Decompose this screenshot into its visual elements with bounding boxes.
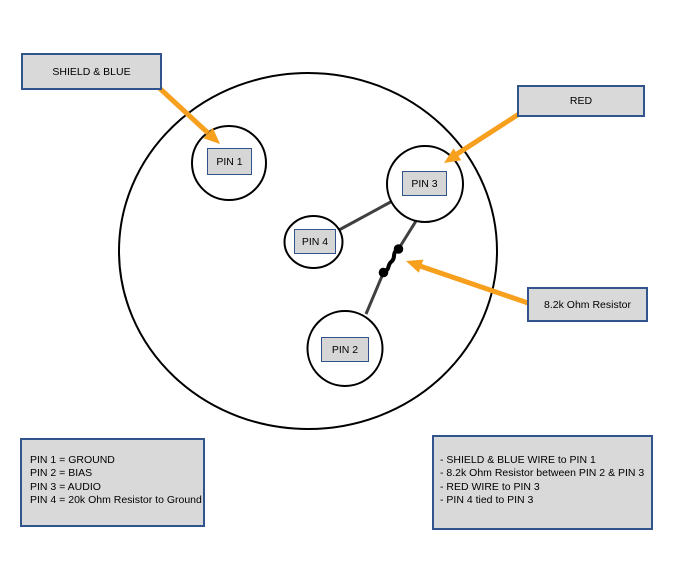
pin2-label: PIN 2 bbox=[321, 337, 369, 362]
legend-line: PIN 4 = 20k Ohm Resistor to Ground bbox=[30, 494, 202, 507]
red-callout: RED bbox=[517, 85, 645, 117]
legend-line: - PIN 4 tied to PIN 3 bbox=[440, 494, 534, 507]
pin3-label: PIN 3 bbox=[402, 171, 447, 196]
legend-line: - RED WIRE to PIN 3 bbox=[440, 480, 540, 493]
resistor-callout: 8.2k Ohm Resistor bbox=[527, 287, 648, 322]
legend-line: - 8.2k Ohm Resistor between PIN 2 & PIN … bbox=[440, 467, 645, 480]
shield-blue-callout: SHIELD & BLUE bbox=[21, 53, 162, 90]
legend-line: - SHIELD & BLUE WIRE to PIN 1 bbox=[440, 454, 596, 466]
resistor-symbol-icon bbox=[378, 244, 404, 278]
legend-line: PIN 3 = AUDIO bbox=[30, 480, 101, 493]
pin4-label: PIN 4 bbox=[294, 229, 336, 254]
legend-line: PIN 2 = BIAS bbox=[30, 467, 93, 480]
wire-pin3-resistor bbox=[397, 220, 418, 250]
pin-definitions-legend: PIN 1 = GROUND PIN 2 = BIAS PIN 3 = AUDI… bbox=[20, 438, 205, 527]
resistor-arrow-icon bbox=[406, 259, 529, 306]
legend-line: PIN 1 = GROUND bbox=[30, 454, 115, 466]
pin1-label: PIN 1 bbox=[207, 148, 252, 175]
wire-pin4-pin3 bbox=[338, 200, 393, 232]
wire-resistor-pin2 bbox=[364, 271, 385, 315]
connector-body-circle bbox=[118, 72, 498, 430]
wiring-notes-legend: - SHIELD & BLUE WIRE to PIN 1 - 8.2k Ohm… bbox=[432, 435, 653, 530]
